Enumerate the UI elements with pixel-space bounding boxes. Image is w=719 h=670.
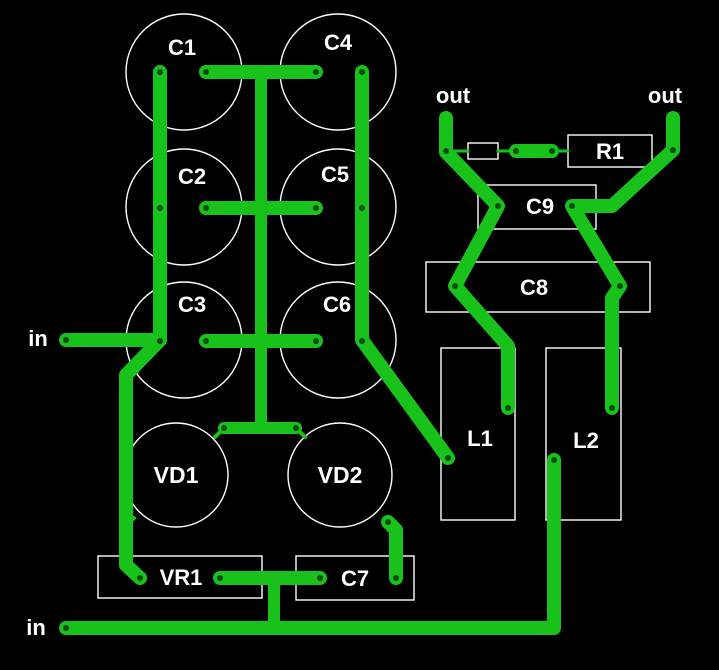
pad-in-bottom [63, 625, 69, 631]
pad-c3-left [157, 338, 163, 344]
label-vr1: VR1 [160, 565, 203, 590]
pad-c4-right [359, 69, 365, 75]
label-c9: C9 [526, 194, 554, 219]
trace-c7-vd2 [381, 515, 403, 585]
label-c4: C4 [324, 30, 353, 55]
vd2-outline [287, 422, 393, 528]
pad-res-left [513, 148, 519, 154]
pad-c5-right [359, 205, 365, 211]
label-out-right: out [648, 83, 683, 108]
label-c5: C5 [321, 162, 349, 187]
pad-c7-right [393, 575, 399, 581]
copper-traces [59, 65, 680, 635]
label-c1: C1 [168, 35, 196, 60]
pad-vr1-left [137, 575, 143, 581]
pad-res-right [549, 148, 555, 154]
pad-c1-left [157, 69, 163, 75]
label-l2: L2 [573, 428, 599, 453]
pad-l1-top [505, 405, 511, 411]
label-l1: L1 [467, 426, 493, 451]
trace-out-left [439, 111, 515, 415]
label-out-left: out [436, 83, 471, 108]
trace-right-rail [355, 65, 455, 465]
label-c8: C8 [520, 275, 548, 300]
pad-c5-left [313, 205, 319, 211]
l2-outline [545, 347, 622, 521]
pad-vd2 [385, 519, 391, 525]
label-in-top: in [28, 326, 48, 351]
pad-c9-left [495, 203, 501, 209]
pad-c7-left [317, 575, 323, 581]
label-vd1: VD1 [154, 462, 199, 488]
pad-c9-right [569, 203, 575, 209]
pad-c2-right [203, 205, 209, 211]
label-in-bottom: in [26, 615, 46, 640]
pad-in-top [63, 337, 69, 343]
pads [63, 69, 676, 631]
pad-bus-left [221, 425, 227, 431]
resistor-symbol-outline [467, 142, 499, 160]
pad-c3-right [203, 338, 209, 344]
pad-out-left [443, 148, 449, 154]
label-c6: C6 [323, 292, 351, 317]
label-c2: C2 [178, 164, 206, 189]
labels: C1 C2 C3 C4 C5 C6 VD1 VD2 VR1 C7 C9 C8 L… [26, 30, 683, 640]
trace-vd1-lead [124, 516, 136, 527]
pad-c6-right [359, 338, 365, 344]
pad-c8-left [452, 283, 458, 289]
pad-bus-right [293, 425, 299, 431]
pad-c6-left [313, 338, 319, 344]
label-vd2: VD2 [318, 462, 363, 488]
pad-l2-left [551, 457, 557, 463]
pad-c8-right [617, 283, 623, 289]
trace-in-bottom [59, 453, 561, 635]
pad-l2-top [609, 405, 615, 411]
trace-left-rail [119, 65, 167, 585]
c8-outline [425, 261, 651, 313]
pad-c1-right [203, 69, 209, 75]
label-c7: C7 [341, 566, 369, 591]
pad-c4-left [313, 69, 319, 75]
pad-c2-left [157, 205, 163, 211]
label-r1: R1 [596, 139, 624, 164]
pad-vr1-right [217, 575, 223, 581]
l1-outline [440, 347, 516, 521]
label-c3: C3 [178, 292, 206, 317]
pad-out-right [670, 147, 676, 153]
pad-l1-left [445, 455, 451, 461]
